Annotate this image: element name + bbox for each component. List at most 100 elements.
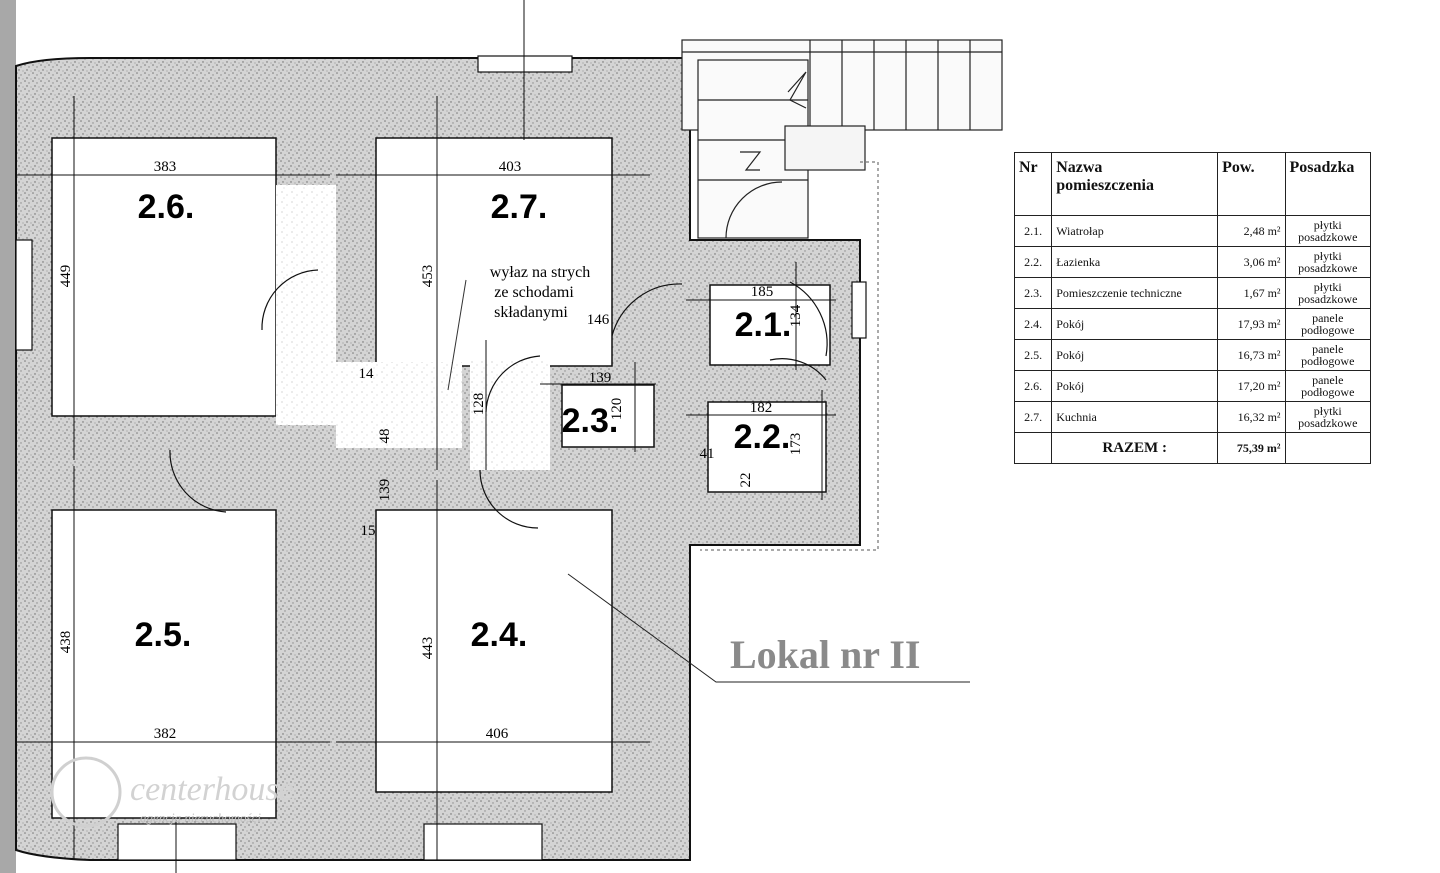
door-swing-entry xyxy=(725,181,783,239)
watermark-name: centerhouse xyxy=(130,771,294,808)
note-line-2: ze schodami xyxy=(494,284,574,301)
cell-area: 16,73 m² xyxy=(1217,339,1286,371)
total-label: RAZEM : xyxy=(1051,432,1219,464)
dim-label: 41 xyxy=(700,446,715,462)
cell-name: Kuchnia xyxy=(1051,401,1219,433)
room-label-2-3: 2.3. xyxy=(562,402,619,440)
passage-mid xyxy=(470,360,550,470)
floor-line1: płytki xyxy=(1313,404,1342,418)
cell-area: 1,67 m² xyxy=(1217,277,1286,309)
room-2-3-interior xyxy=(561,384,655,448)
cell-name: Pokój xyxy=(1051,370,1219,402)
table-total-row: RAZEM : 75,39 m² xyxy=(1013,432,1371,464)
door-2-6 xyxy=(261,269,319,331)
dim-label: 139 xyxy=(377,479,393,502)
dim-label: 443 xyxy=(420,637,436,660)
header-nr: Nr xyxy=(1013,152,1053,216)
watermark-tagline: agencja nieruchomości xyxy=(140,810,261,825)
room-2-4-interior xyxy=(375,509,613,793)
dim-label: 48 xyxy=(377,429,393,444)
room-2-2-interior xyxy=(707,401,827,493)
door-2-1 xyxy=(789,281,828,357)
window-right xyxy=(851,281,867,339)
cell-empty xyxy=(1013,432,1053,464)
cell-area: 17,20 m² xyxy=(1217,370,1286,402)
dimension-labels: 383 403 449 453 185 134 146 14 139 120 1… xyxy=(58,159,804,742)
header-area: Pow. xyxy=(1217,152,1286,216)
table-header-row: Nr Nazwa pomieszczenia Pow. Posadzka xyxy=(1013,152,1371,216)
stair-step-box xyxy=(784,125,866,171)
door-2-7 xyxy=(611,283,683,337)
cell-area: 16,32 m² xyxy=(1217,401,1286,433)
floor-line1: płytki xyxy=(1313,218,1342,232)
dim-label: 134 xyxy=(788,304,804,327)
passage-left xyxy=(276,185,336,425)
scan-edge xyxy=(0,0,16,873)
cell-area: 2,48 m² xyxy=(1217,215,1286,247)
room-schedule-table: Nr Nazwa pomieszczenia Pow. Posadzka 2.1… xyxy=(1013,152,1371,464)
hall xyxy=(336,362,462,448)
dashed-outline xyxy=(700,161,879,551)
dim-label: 22 xyxy=(738,473,754,488)
watermark-logo xyxy=(50,756,122,828)
dim-label: 15 xyxy=(361,523,376,539)
unit-title: Lokal nr II xyxy=(730,632,920,677)
room-label-2-6: 2.6. xyxy=(138,188,195,226)
header-name-line2: pomieszczenia xyxy=(1056,177,1154,194)
cell-nr: 2.1. xyxy=(1013,215,1053,247)
room-labels: 2.6. 2.7. 2.5. 2.4. 2.1. 2.2. 2.3. xyxy=(135,188,792,654)
dim-label: 120 xyxy=(609,398,625,421)
cell-nr: 2.3. xyxy=(1013,277,1053,309)
windows xyxy=(15,55,867,861)
window-left xyxy=(15,239,33,351)
cell-name: Wiatrołap xyxy=(1051,215,1219,247)
header-name: Nazwa pomieszczenia xyxy=(1051,152,1219,216)
cell-name: Pokój xyxy=(1051,308,1219,340)
room-label-2-2: 2.2. xyxy=(734,418,791,456)
door-2-2 xyxy=(769,358,827,381)
dim-label: 14 xyxy=(359,366,375,382)
floor-line2: podłogowe xyxy=(1301,385,1355,399)
cell-area: 17,93 m² xyxy=(1217,308,1286,340)
floor-line2: podłogowe xyxy=(1301,323,1355,337)
dimension-lines xyxy=(16,0,836,873)
header-floor: Posadzka xyxy=(1284,152,1371,216)
total-value: 75,39 m² xyxy=(1217,432,1286,464)
floor-line2: posadzkowe xyxy=(1298,416,1358,430)
room-2-7-interior xyxy=(375,137,613,367)
corridor xyxy=(276,185,550,470)
cell-nr: 2.6. xyxy=(1013,370,1053,402)
cell-name: Pomieszczenie techniczne xyxy=(1051,277,1219,309)
staircase xyxy=(681,39,1003,239)
note-line-3: składanymi xyxy=(494,304,568,321)
floor-line1: płytki xyxy=(1313,280,1342,294)
room-2-6-interior xyxy=(51,137,277,417)
room-interiors xyxy=(51,137,831,819)
dim-label: 173 xyxy=(788,433,804,456)
header-name-line1: Nazwa xyxy=(1056,159,1103,176)
room-label-2-7: 2.7. xyxy=(491,188,548,226)
door-2-4 xyxy=(479,469,539,529)
floor-line1: panele xyxy=(1312,373,1344,387)
cell-name: Łazienka xyxy=(1051,246,1219,278)
window-bottom-right xyxy=(423,823,543,861)
watermark: centerhouse agencja nieruchomości xyxy=(50,756,294,828)
room-label-2-4: 2.4. xyxy=(471,616,528,654)
dim-label: 185 xyxy=(751,284,774,300)
floor-line2: podłogowe xyxy=(1301,354,1355,368)
floor-line2: posadzkowe xyxy=(1298,292,1358,306)
cell-nr: 2.5. xyxy=(1013,339,1053,371)
cell-name: Pokój xyxy=(1051,339,1219,371)
door-2-3 xyxy=(485,355,541,413)
door-2-5 xyxy=(169,449,227,513)
dim-label: 406 xyxy=(486,726,509,742)
